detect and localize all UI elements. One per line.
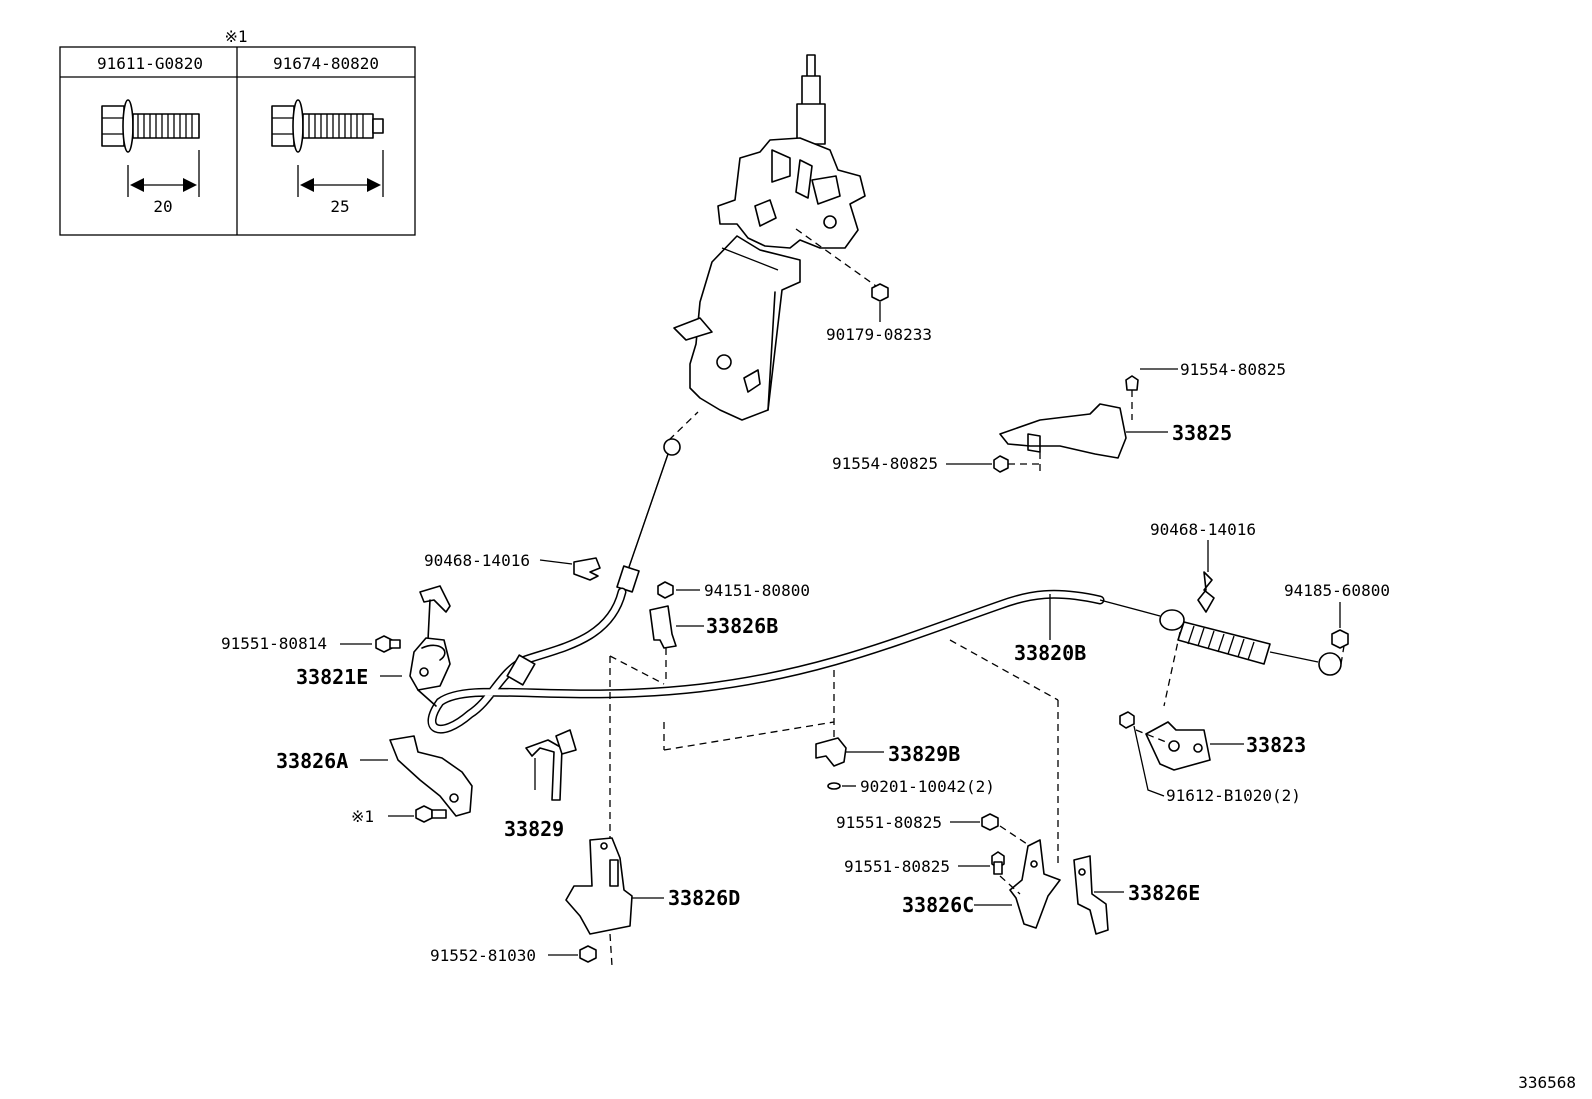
- label-33820B: 33820B: [1014, 641, 1086, 665]
- label-ref1-mark: ※1: [351, 807, 374, 826]
- bolt-icon: [271, 99, 384, 153]
- nut-90179-08233: [795, 228, 889, 322]
- clamp-33829B: [815, 670, 884, 790]
- label-90468-14016-right: 90468-14016: [1150, 520, 1256, 539]
- dimension-arrow: [130, 178, 197, 192]
- label-91554-80825-top: 91554-80825: [1180, 360, 1286, 379]
- legend-col2-length: 25: [330, 197, 349, 216]
- shift-lever-assembly: [673, 54, 866, 421]
- nut-94151-80800: [657, 581, 700, 599]
- label-33826E: 33826E: [1128, 881, 1200, 905]
- label-90179-08233: 90179-08233: [826, 325, 932, 344]
- label-33829: 33829: [504, 817, 564, 841]
- label-33821E: 33821E: [296, 665, 368, 689]
- label-33826C: 33826C: [902, 893, 974, 917]
- bolt-length-legend: ※1 91611-G0820 91674-80820 20: [59, 27, 416, 236]
- bracket-33826A: [360, 735, 473, 817]
- clip-90468-14016-right: [1197, 540, 1215, 613]
- diagram-id: 336568: [1518, 1073, 1576, 1092]
- clamp-33826B: [649, 605, 704, 680]
- dimension-arrow: [300, 178, 381, 192]
- clamp-33829: [525, 729, 577, 801]
- shift-cable-33820B: [427, 411, 1347, 734]
- bracket-33823: [1119, 711, 1244, 797]
- label-94151-80800: 94151-80800: [704, 581, 810, 600]
- label-91551-80814: 91551-80814: [221, 634, 327, 653]
- bolt-91552-81030: [548, 945, 597, 963]
- label-91612-B1020: 91612-B1020(2): [1166, 786, 1301, 805]
- label-91554-80825-left: 91554-80825: [832, 454, 938, 473]
- label-91551-80825-b: 91551-80825: [844, 857, 950, 876]
- legend-col2-partno: 91674-80820: [273, 54, 379, 73]
- nut-94185-60800: [1331, 602, 1349, 649]
- bolt-icon: [101, 99, 200, 153]
- label-90468-14016-left: 90468-14016: [424, 551, 530, 570]
- label-33825: 33825: [1172, 421, 1232, 445]
- legend-col1-length: 20: [153, 197, 172, 216]
- label-33823: 33823: [1246, 733, 1306, 757]
- bracket-33825: [993, 375, 1139, 473]
- label-33829B: 33829B: [888, 742, 960, 766]
- legend-col1-partno: 91611-G0820: [97, 54, 203, 73]
- label-90201-10042: 90201-10042(2): [860, 777, 995, 796]
- clip-90468-14016-left: [539, 557, 601, 581]
- label-91552-81030: 91552-81030: [430, 946, 536, 965]
- bracket-33826D: [565, 656, 664, 967]
- label-33826B: 33826B: [706, 614, 778, 638]
- label-33826D: 33826D: [668, 886, 740, 910]
- bracket-33826E: [1073, 855, 1124, 935]
- legend-ref-mark: ※1: [224, 27, 247, 46]
- bracket-33826C: [950, 813, 1061, 929]
- label-33826A: 33826A: [276, 749, 348, 773]
- bolt-ref1: [388, 805, 447, 823]
- label-91551-80825-a: 91551-80825: [836, 813, 942, 832]
- label-94185-60800: 94185-60800: [1284, 581, 1390, 600]
- clip-33821E: [340, 585, 451, 707]
